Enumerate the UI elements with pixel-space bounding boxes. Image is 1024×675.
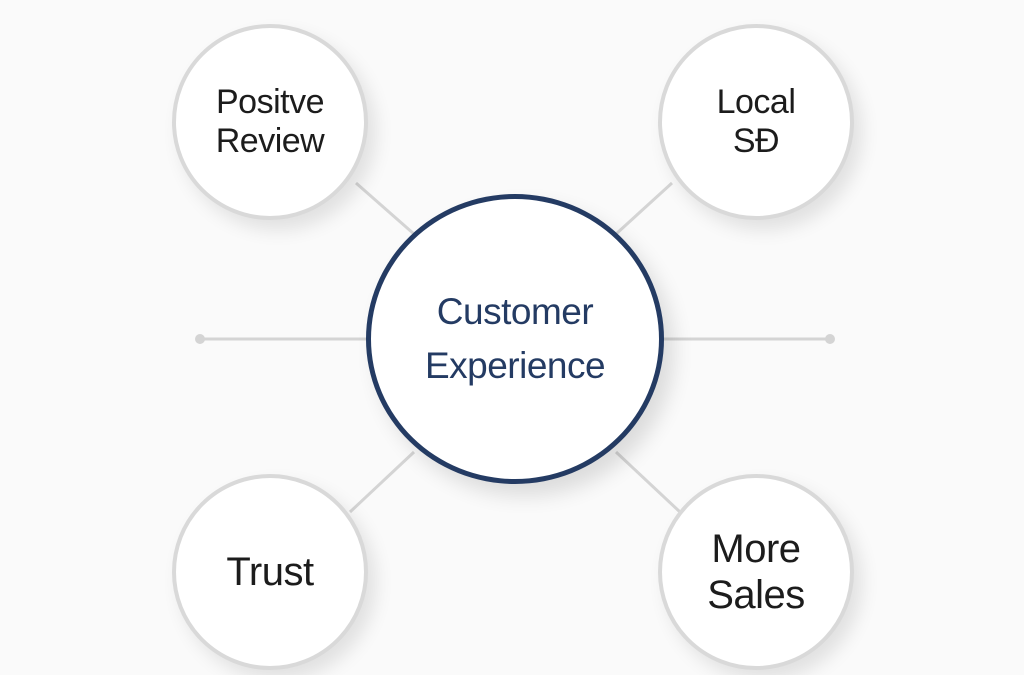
node-local-seo-label: Local SĐ [717,83,796,161]
connector-right-endpoint [825,334,835,344]
connector-left-endpoint [195,334,205,344]
connector-bottom-left [348,450,416,514]
node-customer-experience-line1: Customer [436,291,594,333]
node-trust-line1: Trust [226,550,314,594]
node-customer-experience: Customer Experience [366,194,664,484]
node-more-sales-line1: More [711,527,801,571]
node-positive-review-line2: Review [215,122,325,160]
node-positive-review-line1: Positve [215,82,325,121]
node-trust: Trust [172,474,368,670]
node-customer-experience-label: Customer Experience [424,285,606,392]
node-more-sales-label: More Sales [707,526,805,618]
connector-top-left [355,181,415,236]
node-positive-review-label: Positve Review [215,82,325,161]
node-local-seo-line1: Local [716,82,796,121]
node-positive-review: Positve Review [172,24,368,220]
connector-bottom-right [614,450,682,514]
node-trust-label: Trust [226,549,314,595]
node-more-sales-line2: Sales [707,573,805,617]
node-local-seo: Local SĐ [658,24,854,220]
node-more-sales: More Sales [658,474,854,670]
node-local-seo-line2: SĐ [732,122,780,160]
connector-top-right [614,181,674,236]
node-customer-experience-line2: Experience [424,345,606,386]
